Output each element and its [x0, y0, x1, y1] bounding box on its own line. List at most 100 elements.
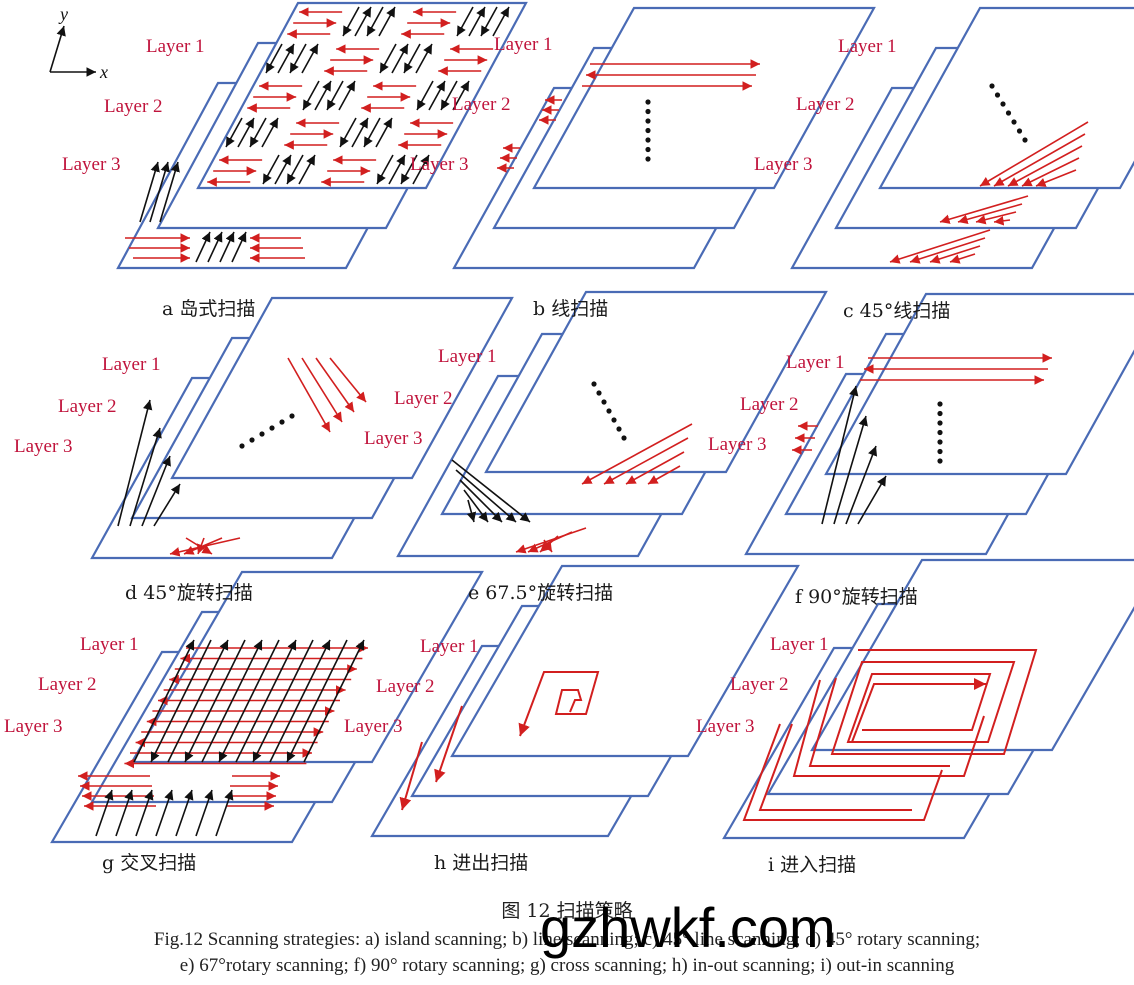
scan-vector-black — [415, 43, 433, 74]
scan-vector-black — [235, 639, 297, 763]
ellipsis-dot — [611, 417, 617, 423]
plate-layer-1 — [170, 296, 514, 480]
scan-vector-red — [515, 527, 587, 554]
ellipsis-dot — [937, 458, 943, 464]
scan-vector-red — [315, 357, 355, 413]
layer2-spiral — [792, 679, 985, 777]
layer-label-1: Layer 1 — [838, 36, 897, 57]
scan-vector-black — [821, 385, 859, 525]
ellipsis-dot — [259, 431, 265, 437]
scan-vector-black — [354, 6, 372, 37]
layer-label-2: Layer 2 — [104, 96, 163, 117]
watermark: gzhwkf.com — [540, 896, 836, 959]
plate-layer-1 — [824, 292, 1134, 476]
scan-vector-black — [452, 80, 470, 111]
ellipsis-dot — [645, 108, 651, 115]
layer-label-3: Layer 3 — [754, 154, 813, 175]
scan-vector-black — [167, 639, 229, 763]
scan-vector-black — [412, 154, 430, 185]
scan-vector-red — [1021, 157, 1080, 187]
caption-e: e 67.5°旋转扫描 — [468, 582, 614, 604]
scan-vector-black — [195, 231, 211, 263]
scan-vector-black — [207, 231, 223, 263]
plate-layer-1 — [130, 570, 484, 764]
ellipsis-dot — [591, 381, 597, 387]
layer-label-2: Layer 2 — [730, 674, 789, 695]
layer-label-3: Layer 3 — [62, 154, 121, 175]
scan-vector-black — [376, 154, 394, 185]
caption-i: i 进入扫描 — [768, 854, 857, 876]
scan-vector-black — [833, 415, 868, 525]
scan-vector-red — [196, 537, 206, 555]
scan-vector-black — [342, 6, 360, 37]
ellipsis-dot — [1022, 137, 1028, 143]
scan-vector-black — [403, 43, 421, 74]
ellipsis-dot — [1016, 128, 1023, 134]
ellipsis-dot — [1005, 110, 1012, 116]
ellipsis-dot — [645, 118, 651, 124]
scan-vector-black — [261, 117, 279, 148]
scan-vector-black — [141, 455, 171, 527]
scan-vector-black — [451, 459, 531, 523]
scan-vector-black — [440, 80, 458, 111]
ellipsis-dot — [1011, 119, 1017, 125]
ellipsis-dot — [645, 146, 651, 153]
scan-vector-black — [468, 6, 486, 37]
inner-spiral — [851, 678, 986, 743]
scan-vector-black — [231, 231, 247, 263]
scan-vector-black — [301, 43, 319, 74]
ellipsis-dot — [1000, 101, 1006, 107]
ellipsis-dot — [937, 420, 943, 426]
outer-spiral — [830, 649, 1038, 755]
scan-vector-black — [159, 161, 180, 223]
ellipsis-dot — [937, 448, 943, 455]
scan-vector-black — [492, 6, 510, 37]
layer-label-3: Layer 3 — [364, 428, 423, 449]
layer2-spiral-inner — [808, 677, 950, 767]
figure-title: 图 12 扫描策略 — [501, 900, 633, 922]
ellipsis-dot — [249, 437, 255, 443]
scan-vector-black — [175, 789, 194, 837]
scan-vector-red — [287, 357, 331, 433]
scan-vector-red — [979, 121, 1089, 187]
scan-vector-black — [286, 639, 348, 763]
caption-d: d 45°旋转扫描 — [125, 582, 253, 604]
scan-vector-black — [391, 43, 409, 74]
scan-vector-black — [219, 231, 235, 263]
scan-vector-red — [949, 253, 976, 264]
scan-vector-black — [456, 6, 474, 37]
ellipsis-dot — [989, 83, 995, 89]
scan-vector-black — [302, 80, 320, 111]
scan-vector-black — [428, 80, 446, 111]
ellipsis-dot — [937, 410, 943, 417]
scan-vector-red — [1035, 169, 1077, 187]
layer-label-3: Layer 3 — [344, 716, 403, 737]
scan-vector-black — [388, 154, 406, 185]
layer-label-2: Layer 2 — [452, 94, 511, 115]
scan-vector-red — [329, 357, 367, 403]
axes-indicator: x y — [49, 4, 108, 82]
layer-label-3: Layer 3 — [708, 434, 767, 455]
scan-vector-red — [185, 537, 213, 555]
ellipsis-dot — [269, 425, 275, 431]
ellipsis-dot — [937, 429, 943, 436]
scan-vector-black — [155, 789, 174, 837]
scan-vector-red — [542, 539, 553, 553]
scan-vector-black — [218, 639, 280, 763]
plate-layer-1 — [484, 290, 828, 474]
scan-vector-black — [201, 639, 263, 763]
scan-vector-red — [993, 216, 1011, 226]
scan-vector-red — [434, 705, 463, 783]
caption-b: b 线扫描 — [533, 298, 609, 320]
ellipsis-dot — [279, 419, 285, 425]
spiral-path — [518, 671, 600, 737]
scan-vector-red — [301, 357, 343, 423]
layer-label-3: Layer 3 — [696, 716, 755, 737]
